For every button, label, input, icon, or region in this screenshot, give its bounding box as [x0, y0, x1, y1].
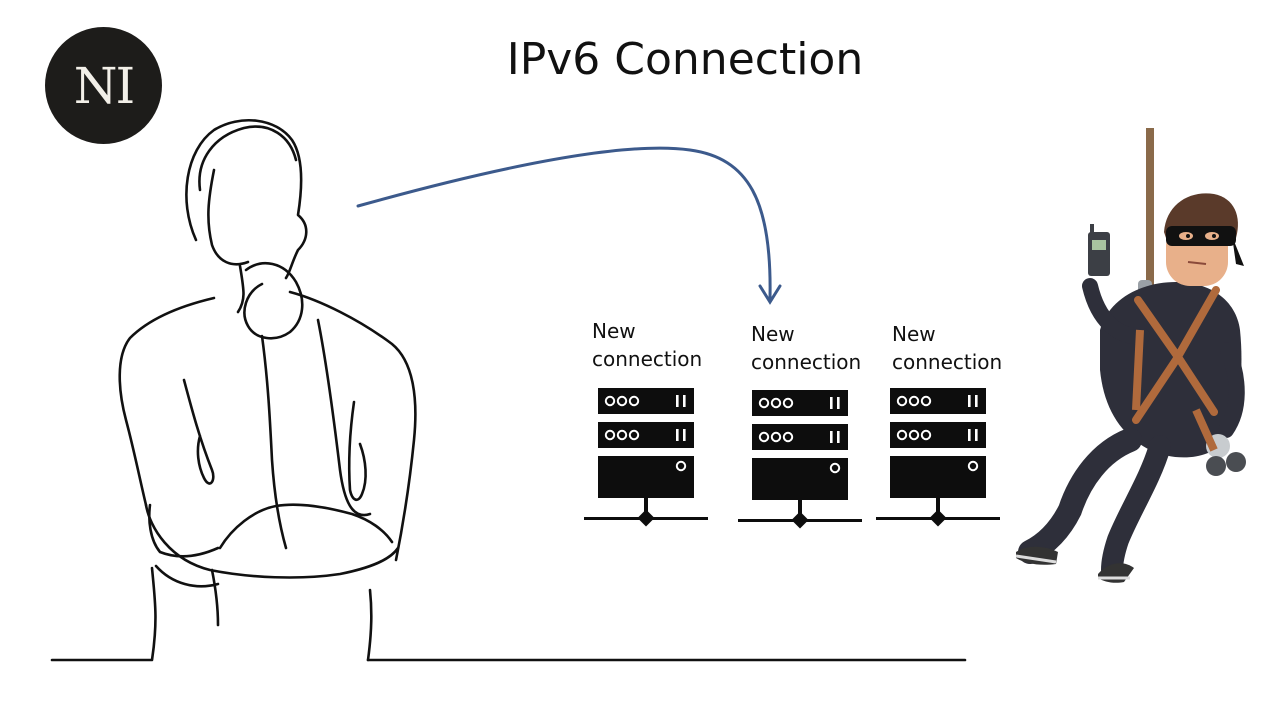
server-label-2: New connection: [751, 320, 891, 376]
server-label-1-line1: New: [592, 319, 636, 343]
server-label-3: New connection: [892, 320, 1032, 376]
server-label-2-line2: connection: [751, 350, 862, 374]
server-label-3-line2: connection: [892, 350, 1003, 374]
page-title: IPv6 Connection: [506, 34, 864, 85]
server-label-1-line2: connection: [592, 347, 703, 371]
server-label-3-line1: New: [892, 322, 936, 346]
ni-logo: NI: [45, 27, 162, 144]
thinking-man-drawing: [50, 118, 967, 662]
burglar-illustration: [1015, 128, 1246, 583]
connection-arrow: [356, 146, 782, 305]
server-icon-3: [875, 387, 1001, 528]
logo-text: NI: [73, 56, 135, 115]
server-icon-1: [583, 387, 709, 528]
server-icon-2: [737, 389, 863, 530]
server-label-1: New connection: [592, 317, 732, 373]
server-label-2-line1: New: [751, 322, 795, 346]
